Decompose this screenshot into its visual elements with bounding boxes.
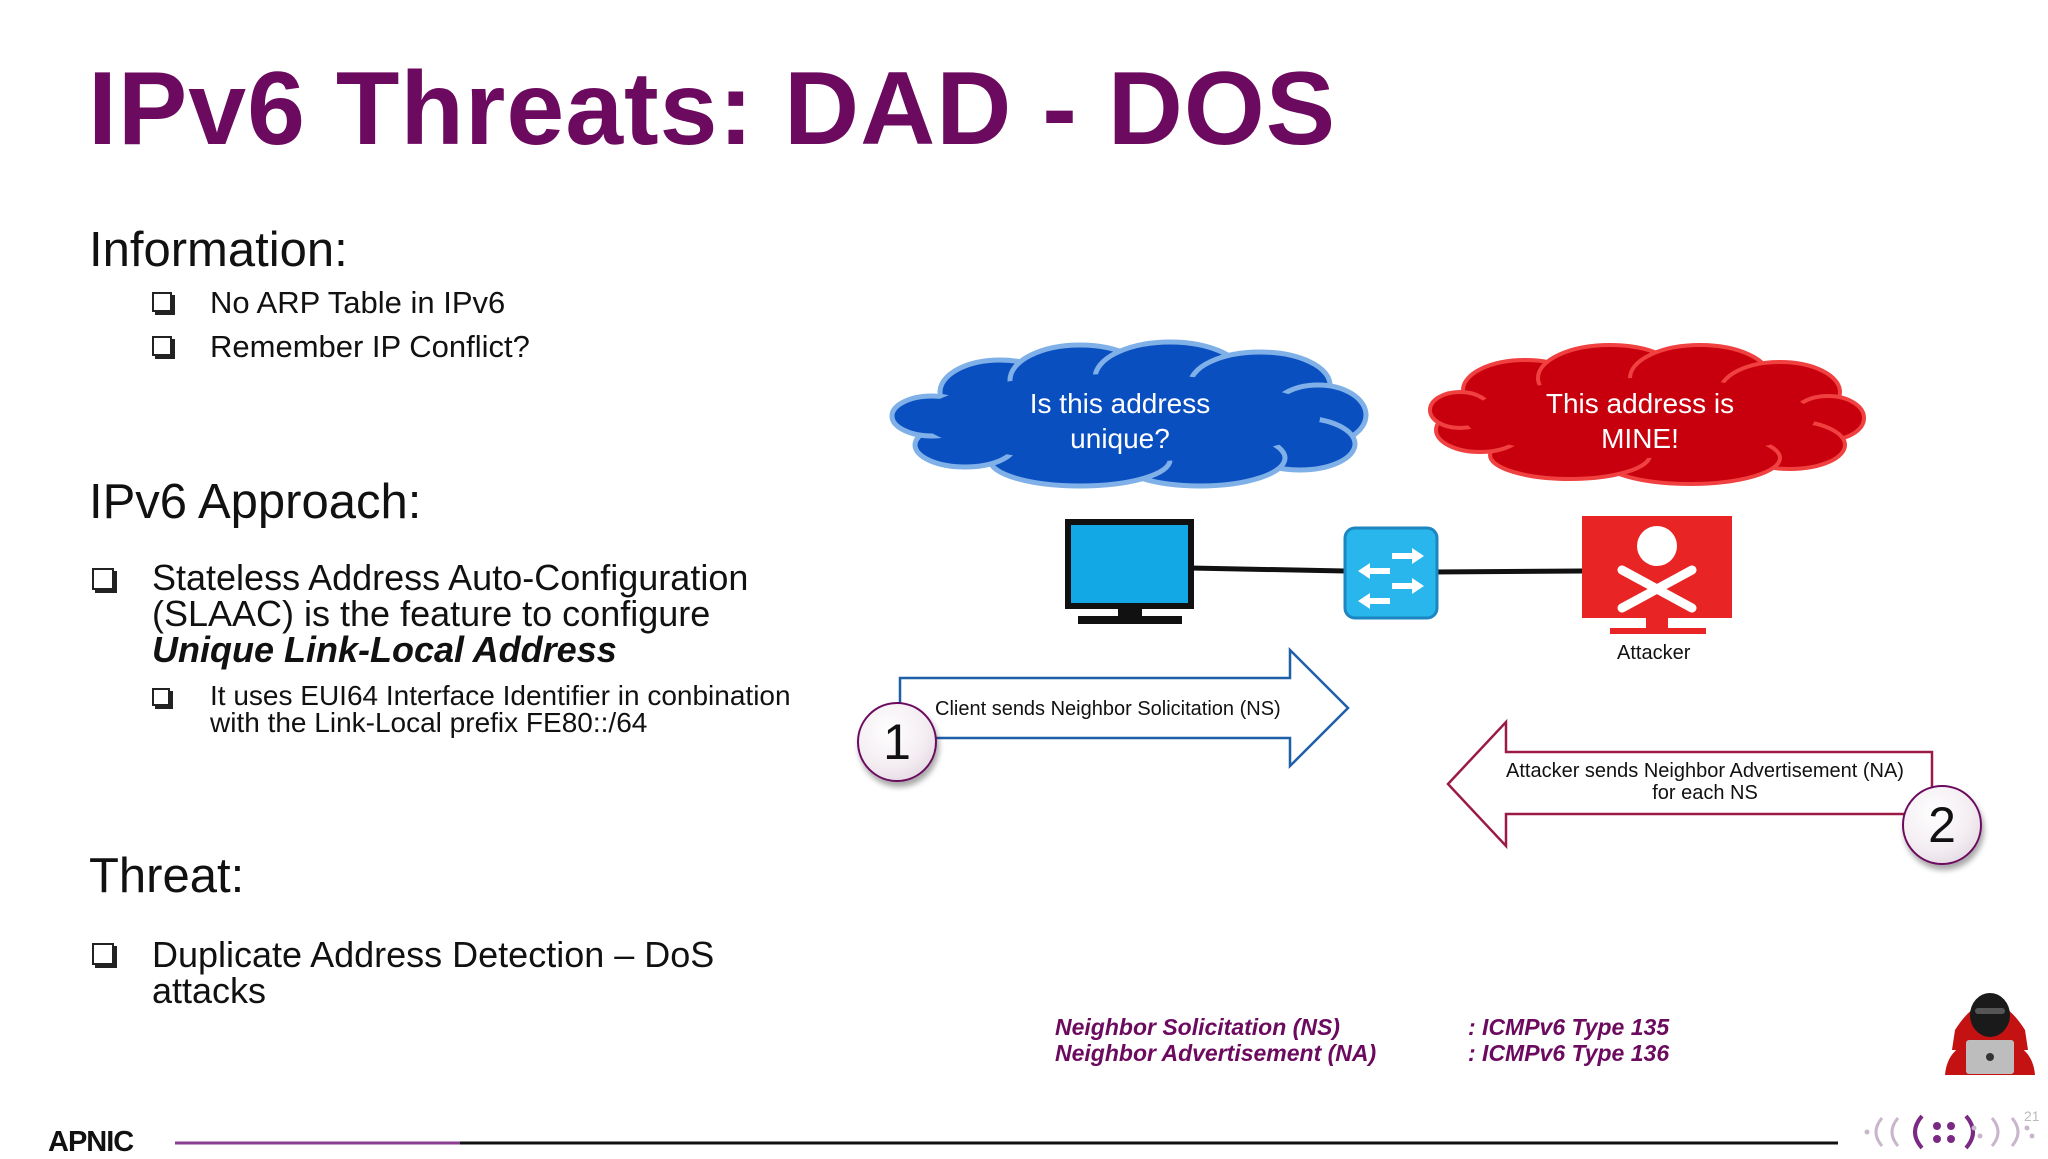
client-cloud xyxy=(889,339,1369,489)
information-heading: Information: xyxy=(89,223,348,277)
threat-item: Duplicate Address Detection – DoS attack… xyxy=(92,937,714,1009)
step2-text: Attacker sends Neighbor Advertisement (N… xyxy=(1506,760,1904,804)
approach-item: Stateless Address Auto-Configuration (SL… xyxy=(92,560,748,668)
dots-logo-icon xyxy=(1864,1114,2035,1150)
client-monitor-icon xyxy=(1065,519,1194,624)
threat-heading: Threat: xyxy=(89,849,245,903)
switch-icon xyxy=(1343,526,1439,620)
slide-title: IPv6 Threats: DAD - DOS xyxy=(88,51,1337,167)
solicitation-arrow xyxy=(898,646,1350,770)
attacker-label: Attacker xyxy=(1617,642,1691,664)
step2-badge: 2 xyxy=(1902,785,1982,865)
legend-types: : ICMPv6 Type 135 : ICMPv6 Type 136 xyxy=(1468,1014,1670,1067)
checkbox-bullet-icon xyxy=(152,292,172,312)
link-line xyxy=(1431,568,1583,575)
apnic-logo: APNIC xyxy=(48,1126,134,1158)
legend-names: Neighbor Solicitation (NS) Neighbor Adve… xyxy=(1055,1014,1377,1067)
page-number: 21 xyxy=(2024,1108,2040,1124)
attacker-skull-icon xyxy=(1582,516,1732,634)
information-item-1: No ARP Table in IPv6 xyxy=(152,285,505,320)
attacker-cloud xyxy=(1428,343,1866,486)
information-item-2: Remember IP Conflict? xyxy=(152,329,530,364)
hacker-icon xyxy=(1945,993,2035,1075)
emphasis-text: Unique Link-Local Address xyxy=(152,629,617,670)
approach-heading: IPv6 Approach: xyxy=(89,475,422,529)
approach-subitem: It uses EUI64 Interface Identifier in co… xyxy=(152,682,791,736)
checkbox-bullet-icon xyxy=(92,943,114,965)
advertisement-arrow xyxy=(1446,718,1934,850)
checkbox-bullet-icon xyxy=(152,336,172,356)
checkbox-bullet-icon xyxy=(152,688,170,706)
checkbox-bullet-icon xyxy=(92,568,114,590)
client-cloud-text: Is this address unique? xyxy=(1029,388,1211,454)
step1-text: Client sends Neighbor Solicitation (NS) xyxy=(935,698,1281,720)
attacker-cloud-text: This address is MINE! xyxy=(1545,388,1735,454)
step1-badge: 1 xyxy=(857,702,937,782)
link-line xyxy=(1189,565,1346,574)
